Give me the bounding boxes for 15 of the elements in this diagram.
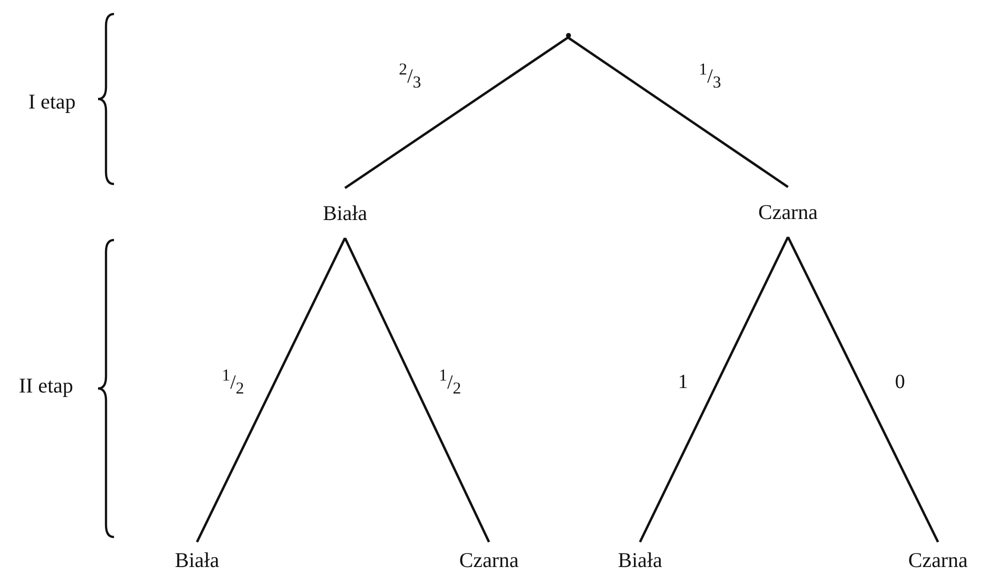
outcome-label: Czarna	[459, 548, 519, 572]
outcome-label: Biała	[322, 200, 368, 226]
tree-branch	[567, 36, 789, 188]
tree-branch	[638, 236, 790, 543]
outcome-label: Biała	[174, 548, 220, 572]
branch-point	[566, 32, 570, 38]
tree-branch	[196, 237, 346, 543]
stage-label: II etap	[18, 374, 74, 398]
tree-branch	[344, 36, 569, 189]
outcome-label: Czarna	[908, 548, 968, 572]
outcome-label: Czarna	[758, 200, 818, 224]
tree-branch	[786, 236, 940, 543]
tree-branch	[344, 237, 490, 543]
outcome-label: Biała	[618, 548, 662, 572]
stage-label: I etap	[28, 90, 76, 114]
